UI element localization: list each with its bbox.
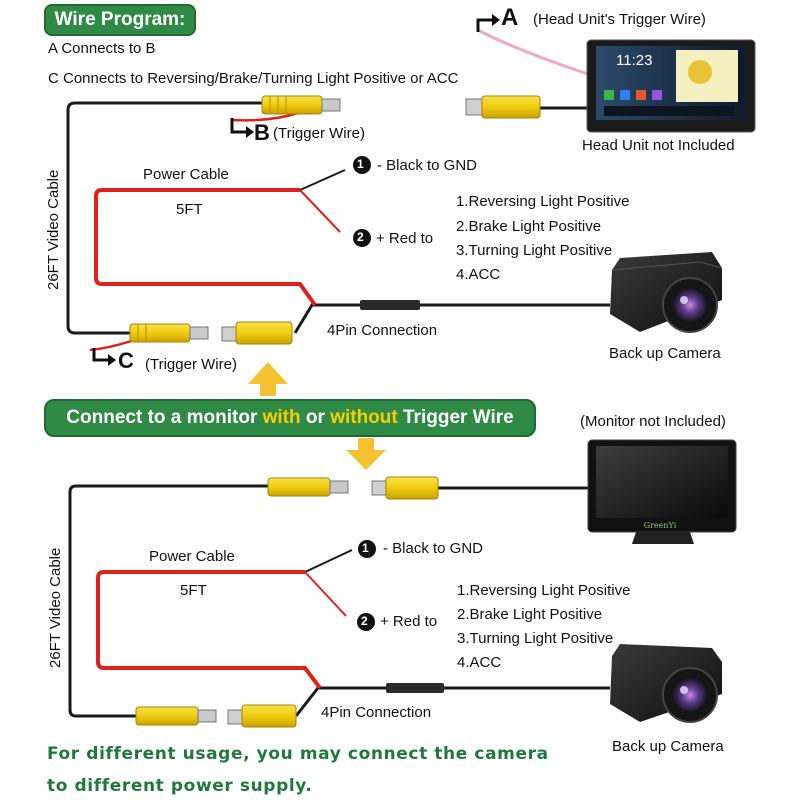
letter-a: A: [501, 4, 519, 31]
number-2-icon-top: [353, 229, 371, 247]
number-2-icon-bottom: [357, 613, 375, 631]
bottom-power-cable: [96, 549, 353, 690]
wire-program-line2: C Connects to Reversing/Brake/Turning Li…: [48, 70, 459, 87]
red-number-top: 2: [357, 230, 364, 244]
wire-program-line1: A Connects to B: [48, 40, 156, 57]
letter-c: C: [118, 348, 134, 373]
number-1-icon-bottom: [358, 540, 376, 558]
backup-camera-top: [610, 252, 723, 333]
monitor-brand: GreenYi: [644, 521, 677, 530]
option-bottom-3: 3.Turning Light Positive: [457, 630, 614, 647]
bottom-video-cable: [68, 484, 610, 718]
rca-plug-b: [261, 95, 341, 115]
number-1-icon-top: [353, 156, 371, 174]
trigger-wire-c-label: (Trigger Wire): [145, 356, 237, 373]
black-number-bottom: 1: [362, 541, 369, 555]
rca-jack-monitor: [371, 476, 439, 500]
banner-part1: Connect to a monitor: [66, 407, 263, 428]
head-unit-clock: 11:23: [616, 52, 652, 69]
option-top-4: 4.ACC: [456, 266, 501, 283]
video-cable-label-top: 26FT Video Cable: [45, 169, 62, 290]
4pin-connector-bottom: [386, 683, 444, 693]
top-power-cable: [94, 169, 346, 307]
red-to-label-top: + Red to: [376, 230, 434, 247]
pin-connection-top: 4Pin Connection: [327, 322, 438, 339]
head-unit-caption: Head Unit not Included: [582, 137, 735, 154]
rca-jack-camera-bottom: [227, 704, 297, 728]
rca-jack-head-unit: [465, 95, 541, 119]
banner-without: without: [330, 407, 398, 428]
connect-monitor-banner: Connect to a monitor with or without Tri…: [44, 399, 536, 437]
banner-with: with: [262, 407, 301, 428]
rca-plug-bottom-left: [135, 706, 217, 726]
length-label-top: 5FT: [176, 201, 203, 218]
head-unit-trigger-label: (Head Unit's Trigger Wire): [533, 11, 706, 28]
arrow-a-icon: [476, 14, 500, 32]
length-label-bottom: 5FT: [180, 582, 207, 599]
arrow-down-icon: [346, 438, 386, 470]
wire-program-title: Wire Program:: [44, 4, 196, 36]
monitor-caption: (Monitor not Included): [580, 413, 726, 430]
option-top-3: 3.Turning Light Positive: [456, 242, 613, 259]
footer-note-line1: For different usage, you may connect the…: [47, 744, 549, 764]
camera-caption-bottom: Back up Camera: [612, 738, 724, 755]
option-bottom-1: 1.Reversing Light Positive: [457, 582, 631, 599]
red-number-bottom: 2: [361, 614, 368, 628]
black-gnd-label-bottom: - Black to GND: [383, 540, 484, 557]
arrow-up-icon: [248, 362, 288, 396]
video-cable-label-bottom: 26FT Video Cable: [47, 547, 64, 668]
backup-camera-bottom: [610, 644, 722, 723]
red-to-label-bottom: + Red to: [380, 613, 438, 630]
arrow-c-icon: [92, 348, 116, 366]
option-top-2: 2.Brake Light Positive: [456, 218, 602, 235]
pin-connection-bottom: 4Pin Connection: [321, 704, 432, 721]
option-bottom-2: 2.Brake Light Positive: [457, 606, 603, 623]
camera-caption-top: Back up Camera: [609, 345, 721, 362]
black-number-top: 1: [357, 157, 364, 171]
power-cable-label-bottom: Power Cable: [149, 548, 235, 565]
banner-part3: Trigger Wire: [397, 407, 514, 428]
arrow-b-icon: [230, 118, 254, 138]
option-bottom-4: 4.ACC: [457, 654, 502, 671]
4pin-connector-top: [360, 300, 420, 310]
banner-part2: or: [300, 407, 331, 428]
rca-plug-monitor-side: [267, 477, 349, 497]
trigger-wire-b-label: (Trigger Wire): [273, 125, 365, 142]
footer-note-line2: to different power supply.: [47, 776, 313, 796]
rca-plug-c: [129, 323, 209, 343]
letter-b: B: [254, 120, 270, 145]
power-cable-label-top: Power Cable: [143, 166, 229, 183]
rca-jack-camera-top: [221, 321, 293, 345]
option-top-1: 1.Reversing Light Positive: [456, 193, 630, 210]
head-unit-image: 11:23: [586, 39, 756, 133]
black-gnd-label-top: - Black to GND: [377, 157, 478, 174]
monitor-image: GreenYi: [587, 439, 737, 544]
